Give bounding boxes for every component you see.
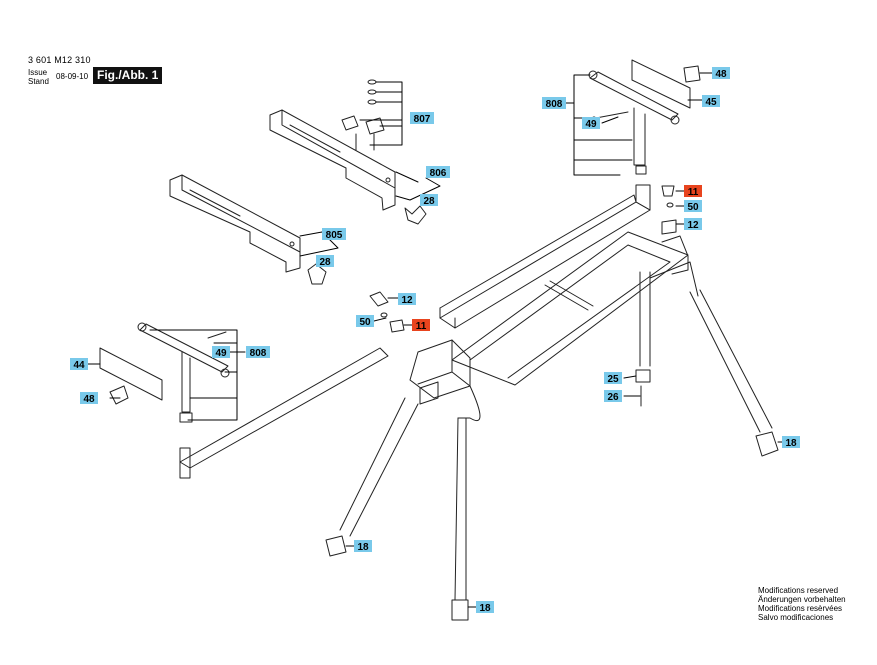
extension-arm-lower	[169, 174, 327, 285]
callout-12-right: 12	[684, 218, 702, 231]
callout-11-mid: 11	[412, 319, 430, 332]
callout-49-left: 49	[212, 346, 230, 359]
svg-text:11: 11	[416, 321, 427, 332]
svg-text:26: 26	[607, 392, 619, 403]
callout-50-right: 50	[684, 200, 702, 213]
callout-12-mid: 12	[398, 293, 416, 306]
callout-45: 45	[702, 95, 720, 108]
support-roller-left	[99, 322, 230, 423]
svg-text:48: 48	[715, 69, 727, 80]
callout-18-bottom: 18	[476, 601, 494, 614]
issue-label-de: Stand	[28, 77, 49, 86]
svg-text:28: 28	[423, 196, 435, 207]
small-parts-group	[341, 79, 385, 151]
callout-28-lower: 28	[316, 255, 334, 268]
svg-text:44: 44	[73, 360, 85, 371]
svg-text:49: 49	[585, 119, 597, 130]
callout-11-right: 11	[684, 185, 702, 198]
callout-49-top: 49	[582, 117, 600, 130]
issue-date: 08-09-10	[56, 72, 89, 81]
svg-text:808: 808	[250, 348, 267, 359]
support-roller-right	[588, 59, 701, 175]
stand-frame	[325, 184, 779, 621]
svg-text:45: 45	[705, 97, 717, 108]
callout-18-right: 18	[782, 436, 800, 449]
callout-26: 26	[604, 390, 622, 403]
callout-807: 807	[410, 112, 434, 125]
modification-notes: Modifications reserved Änderungen vorbeh…	[758, 586, 846, 622]
note-fr: Modifications resèrvées	[758, 604, 843, 613]
svg-text:18: 18	[479, 603, 491, 614]
leader-lines	[85, 72, 783, 608]
svg-text:807: 807	[414, 114, 431, 125]
callout-18-left: 18	[354, 540, 372, 553]
figure-badge: Fig./Abb. 1	[93, 67, 163, 84]
callout-48-top: 48	[712, 67, 730, 80]
callout-808-left: 808	[246, 346, 270, 359]
clamp-parts-mid	[369, 291, 405, 333]
document-number: 3 601 M12 310	[28, 55, 91, 65]
issue-label-en: Issue	[28, 68, 48, 77]
note-de: Änderungen vorbehalten	[758, 595, 846, 604]
callout-28-upper: 28	[420, 194, 438, 207]
issue-label: Issue Stand	[28, 68, 49, 86]
callout-50-mid: 50	[356, 315, 374, 328]
callout-808-top: 808	[542, 97, 566, 110]
extension-arm-upper	[269, 109, 427, 225]
svg-text:28: 28	[319, 257, 331, 268]
svg-text:25: 25	[607, 374, 619, 385]
svg-text:18: 18	[785, 438, 797, 449]
svg-text:11: 11	[688, 187, 699, 198]
svg-text:48: 48	[83, 394, 95, 405]
note-es: Salvo modificaciones	[758, 613, 834, 622]
callout-25: 25	[604, 372, 622, 385]
svg-text:12: 12	[401, 295, 413, 306]
svg-text:49: 49	[215, 348, 227, 359]
svg-text:806: 806	[430, 168, 447, 179]
note-en: Modifications reserved	[758, 586, 839, 595]
svg-text:18: 18	[357, 542, 369, 553]
svg-text:12: 12	[687, 220, 699, 231]
svg-text:50: 50	[359, 317, 371, 328]
callout-806: 806	[426, 166, 450, 179]
svg-text:50: 50	[687, 202, 699, 213]
callout-805: 805	[322, 228, 346, 241]
clamp-parts-right	[635, 185, 677, 407]
callout-44: 44	[70, 358, 88, 371]
long-rail	[179, 347, 389, 479]
callout-48-left: 48	[80, 392, 98, 405]
svg-text:805: 805	[326, 230, 343, 241]
svg-text:808: 808	[546, 99, 563, 110]
